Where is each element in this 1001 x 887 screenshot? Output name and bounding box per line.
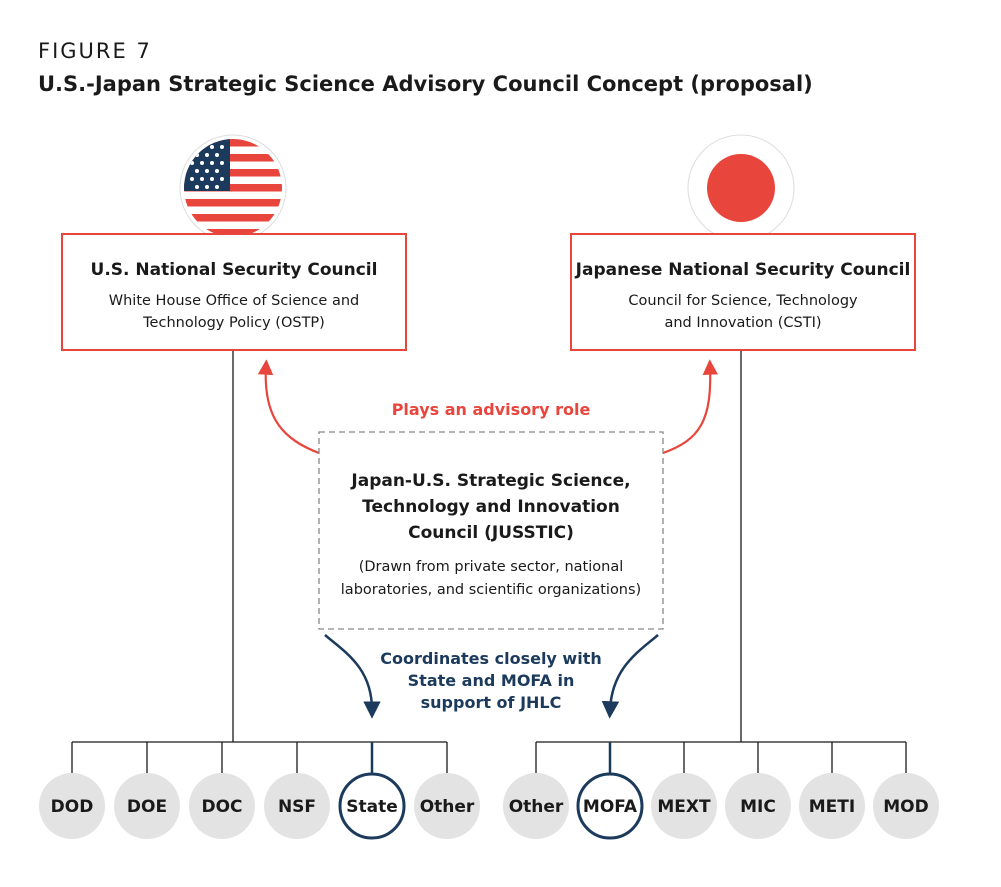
jusstic-box: Japan-U.S. Strategic Science, Technology…	[318, 431, 664, 630]
us-council-title: U.S. National Security Council	[91, 260, 378, 280]
advisory-arrow-right	[662, 359, 718, 455]
agency-node-doc: DOC	[189, 773, 255, 839]
agency-label: State	[346, 797, 398, 817]
agency-node-jp-other: Other	[503, 773, 569, 839]
agency-label: Other	[420, 797, 475, 817]
coordination-label-line3: support of JHLC	[421, 693, 562, 712]
jusstic-title-line3: Council (JUSSTIC)	[408, 523, 574, 543]
agency-label: MOD	[883, 797, 928, 817]
figure-title: U.S.-Japan Strategic Science Advisory Co…	[38, 72, 813, 96]
agency-node-us-other: Other	[414, 773, 480, 839]
jusstic-title-line1: Japan-U.S. Strategic Science,	[350, 471, 630, 491]
jp-agencies: Other MOFA MEXT MIC METI MOD	[503, 772, 939, 840]
agency-label: DOC	[201, 797, 242, 817]
agency-label: Other	[509, 797, 564, 817]
coordination-arrow-right	[601, 634, 659, 719]
advisory-label: Plays an advisory role	[392, 400, 591, 419]
jusstic-sub-line1: (Drawn from private sector, national	[359, 559, 624, 575]
us-council-sub-line2: Technology Policy (OSTP)	[142, 315, 325, 331]
agency-label: METI	[809, 797, 855, 817]
agency-label: NSF	[278, 797, 316, 817]
advisory-arrow-left	[257, 359, 320, 455]
figure-label: FIGURE 7	[38, 39, 152, 63]
connector-lines	[71, 350, 907, 776]
coordination-label-line2: State and MOFA in	[408, 671, 575, 690]
jusstic-title-line2: Technology and Innovation	[362, 497, 620, 517]
jp-council-box: Japanese National Security Council Counc…	[570, 233, 916, 351]
us-flag-icon	[179, 134, 287, 242]
jp-council-sub-line1: Council for Science, Technology	[628, 293, 858, 309]
agency-node-meti: METI	[799, 773, 865, 839]
jusstic-sub-line2: laboratories, and scientific organizatio…	[341, 582, 641, 598]
highlight-connectors	[370, 742, 612, 776]
jp-council-title: Japanese National Security Council	[575, 260, 911, 280]
agency-label: DOE	[127, 797, 167, 817]
agency-node-mod: MOD	[873, 773, 939, 839]
coordination-label-line1: Coordinates closely with	[380, 649, 601, 668]
agency-label: MIC	[740, 797, 776, 817]
jp-council-sub-line2: and Innovation (CSTI)	[664, 315, 821, 331]
agency-label: DOD	[51, 797, 94, 817]
japan-flag-icon	[687, 134, 795, 242]
agency-node-doe: DOE	[114, 773, 180, 839]
agency-node-nsf: NSF	[264, 773, 330, 839]
agency-label: MOFA	[583, 797, 638, 817]
agency-node-mext: MEXT	[651, 773, 717, 839]
us-council-sub-line1: White House Office of Science and	[109, 293, 359, 309]
agency-label: MEXT	[657, 797, 711, 817]
agency-node-mofa: MOFA	[576, 772, 644, 840]
agency-node-dod: DOD	[39, 773, 105, 839]
us-council-box: U.S. National Security Council White Hou…	[61, 233, 407, 351]
us-agencies: DOD DOE DOC NSF State Other	[39, 772, 480, 840]
agency-node-state: State	[338, 772, 406, 840]
coordination-arrow-left	[324, 634, 381, 719]
agency-node-mic: MIC	[725, 773, 791, 839]
